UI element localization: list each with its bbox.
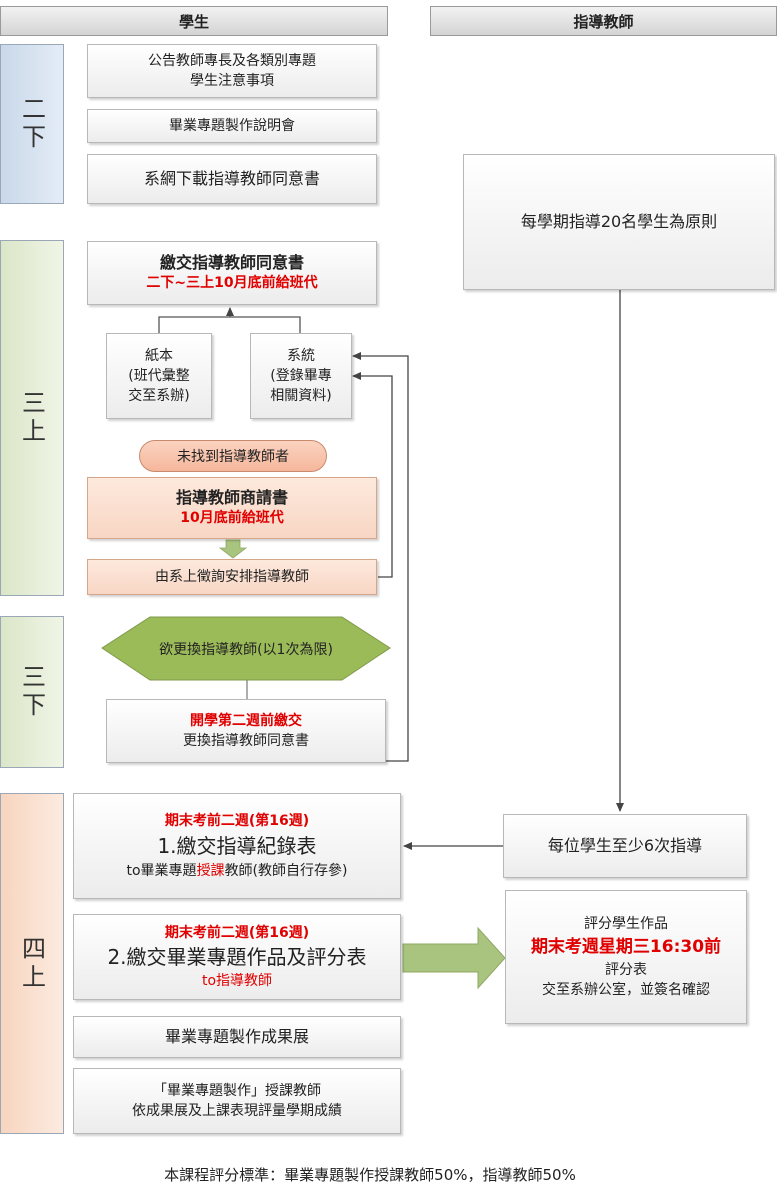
change-submit-box: 開學第二週前繳交 更換指導教師同意書 [106, 699, 386, 763]
system-box: 系統 (登錄畢專 相關資料) [250, 333, 352, 419]
phase-label: 四上 [17, 935, 46, 992]
advisor-grading-deadline: 期末考週星期三16:30前 [530, 937, 722, 957]
request-form-box: 指導教師商請書 10月底前給班代 [87, 477, 377, 539]
paper-box: 紙本 (班代彙整 交至系辦) [106, 333, 212, 419]
announce-box: 公告教師專長及各類別專題 學生注意事項 [87, 44, 377, 98]
change-decision-hexagon [101, 616, 391, 681]
advisor-grading-line1: 評分學生作品 [584, 916, 668, 932]
exhibition-box: 畢業專題製作成果展 [73, 1016, 401, 1058]
change-submit-deadline: 開學第二週前繳交 [190, 713, 302, 729]
download-text: 系網下載指導教師同意書 [143, 169, 320, 188]
loop-arrow-change-to-system [352, 352, 409, 762]
briefing-text: 畢業專題製作說明會 [169, 118, 295, 134]
grading-footnote: 本課程評分標準：畢業專題製作授課教師50%，指導教師50% [164, 1166, 576, 1184]
advisor-principle-text: 每學期指導20名學生為原則 [520, 212, 718, 231]
request-form-deadline: 10月底前給班代 [180, 510, 284, 526]
paper-line2: (班代彙整 [128, 368, 190, 384]
dept-arrange-box: 由系上徵詢安排指導教師 [87, 559, 377, 595]
merge-connector [158, 316, 301, 333]
system-line3: 相關資料) [270, 388, 332, 404]
work-form-deadline: 期末考前二週(第16週) [164, 925, 310, 941]
system-line1: 系統 [287, 348, 315, 364]
phase-label: 二下 [17, 96, 46, 152]
loop-arrow-dept-to-system [352, 372, 393, 578]
record-note-pre: to畢業專題 [126, 863, 197, 879]
submit-consent-box: 繳交指導教師同意書 二下~三上10月底前給班代 [87, 241, 377, 305]
big-right-arrow [402, 926, 506, 990]
final-grade-line2: 依成果展及上課表現評量學期成績 [132, 1103, 342, 1119]
announce-line1: 公告教師專長及各類別專題 [148, 53, 316, 69]
work-form-note: to指導教師 [201, 973, 273, 989]
advisor-grading-line3: 評分表 [605, 962, 647, 978]
phase-band-junior-spring: 三下 [0, 616, 64, 768]
record-form-box: 期末考前二週(第16週) 1.繳交指導紀錄表 to畢業專題授課教師(教師自行存參… [73, 793, 401, 899]
green-down-arrow [218, 539, 248, 559]
record-form-note: to畢業專題授課教師(教師自行存參) [127, 861, 348, 881]
student-column-header: 學生 [0, 6, 388, 36]
final-grade-box: 「畢業專題製作」授課教師 依成果展及上課表現評量學期成績 [73, 1068, 401, 1134]
phase-band-senior-fall: 四上 [0, 793, 64, 1134]
phase-label: 三下 [17, 664, 46, 720]
download-box: 系網下載指導教師同意書 [87, 154, 377, 204]
record-note-post: 教師(教師自行存參) [224, 863, 348, 879]
phase-band-sophomore-spring: 二下 [0, 44, 64, 204]
not-found-badge: 未找到指導教師者 [139, 440, 327, 472]
not-found-text: 未找到指導教師者 [177, 449, 289, 465]
paper-line3: 交至系辦) [128, 388, 190, 404]
system-line2: (登錄畢專 [270, 368, 332, 384]
record-note-red: 授課 [196, 863, 225, 879]
work-form-box: 期末考前二週(第16週) 2.繳交畢業專題作品及評分表 to指導教師 [73, 914, 401, 1000]
phase-label: 三上 [17, 390, 46, 446]
paper-line1: 紙本 [145, 348, 173, 364]
advisor-column-header: 指導教師 [430, 6, 777, 36]
submit-consent-title: 繳交指導教師同意書 [159, 253, 304, 272]
briefing-box: 畢業專題製作說明會 [87, 109, 377, 143]
advisor-grading-box: 評分學生作品 期末考週星期三16:30前 評分表 交至系辦公室，並簽名確認 [505, 890, 747, 1024]
final-grade-line1: 「畢業專題製作」授課教師 [153, 1083, 321, 1099]
change-decision-text: 欲更換指導教師(以1次為限) [159, 641, 333, 658]
advisor-meetings-box: 每位學生至少6次指導 [503, 814, 747, 878]
record-form-deadline: 期末考前二週(第16週) [164, 813, 310, 829]
change-submit-line2: 更換指導教師同意書 [183, 733, 309, 749]
record-form-title: 1.繳交指導紀錄表 [157, 834, 317, 858]
advisor-meetings-text: 每位學生至少6次指導 [547, 836, 703, 855]
exhibition-text: 畢業專題製作成果展 [164, 1027, 309, 1046]
request-form-title: 指導教師商請書 [175, 488, 288, 507]
dept-arrange-text: 由系上徵詢安排指導教師 [155, 569, 309, 585]
advisor-grading-line4: 交至系辦公室，並簽名確認 [542, 982, 710, 998]
phase-band-junior-fall: 三上 [0, 240, 64, 596]
advisor-principle-box: 每學期指導20名學生為原則 [463, 154, 775, 290]
change-decision-label: 欲更換指導教師(以1次為限) [102, 617, 390, 680]
submit-consent-deadline: 二下~三上10月底前給班代 [146, 275, 318, 291]
announce-line2: 學生注意事項 [190, 73, 274, 89]
work-form-title: 2.繳交畢業專題作品及評分表 [107, 945, 367, 969]
